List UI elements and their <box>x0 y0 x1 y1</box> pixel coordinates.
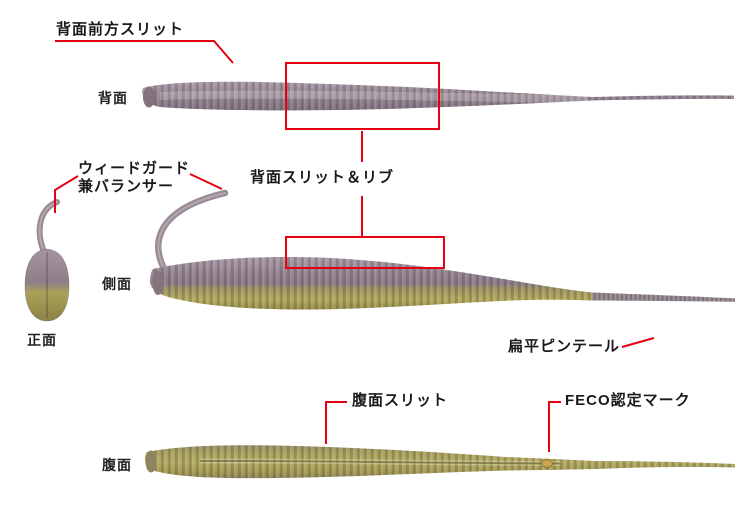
weed-guard-highlight <box>157 192 226 273</box>
callout-line-weed-guard-right <box>189 173 223 190</box>
callout-label-belly-slit: 腹面スリット <box>352 392 449 409</box>
highlight-rect-side <box>285 236 445 269</box>
callout-line-back-front-slit <box>55 40 234 64</box>
callout-lines <box>54 40 655 452</box>
belly-view-lure <box>144 445 735 479</box>
callout-line-feco <box>548 401 561 452</box>
front-weed-guard-horn <box>36 199 60 257</box>
view-label-belly: 腹面 <box>102 457 132 473</box>
highlight-rect-back <box>285 62 440 130</box>
back-slit-highlight <box>159 90 589 103</box>
callout-label-flat-pintail: 扁平ピンテール <box>508 338 621 355</box>
callout-line-weed-guard-left <box>54 175 79 213</box>
callout-label-back-front-slit: 背面前方スリット <box>56 21 185 38</box>
front-lure-body <box>24 248 70 322</box>
callout-label-feco-mark: FECO認定マーク <box>565 392 691 409</box>
side-lure-nose <box>152 271 164 295</box>
belly-slit-groove <box>199 460 561 465</box>
lure-nose <box>143 86 155 108</box>
callout-label-back-slit-rib: 背面スリット＆リブ <box>250 169 395 186</box>
callout-label-weed-guard-line2: 兼バランサー <box>78 178 175 195</box>
weed-guard-horn <box>155 189 229 276</box>
view-label-front: 正面 <box>27 332 57 348</box>
front-view-lure <box>24 199 70 322</box>
side-view-lure <box>149 189 735 310</box>
callout-line-belly-slit <box>325 401 347 444</box>
feco-mark-badge <box>541 459 553 468</box>
callout-line-pintail <box>621 337 655 348</box>
callout-label-weed-guard-line1: ウィードガード <box>78 160 191 177</box>
view-label-back: 背面 <box>98 90 128 106</box>
view-label-side: 側面 <box>102 276 132 292</box>
belly-lure-nose <box>145 450 157 473</box>
callout-label-weed-guard: ウィードガード 兼バランサー <box>78 160 190 196</box>
